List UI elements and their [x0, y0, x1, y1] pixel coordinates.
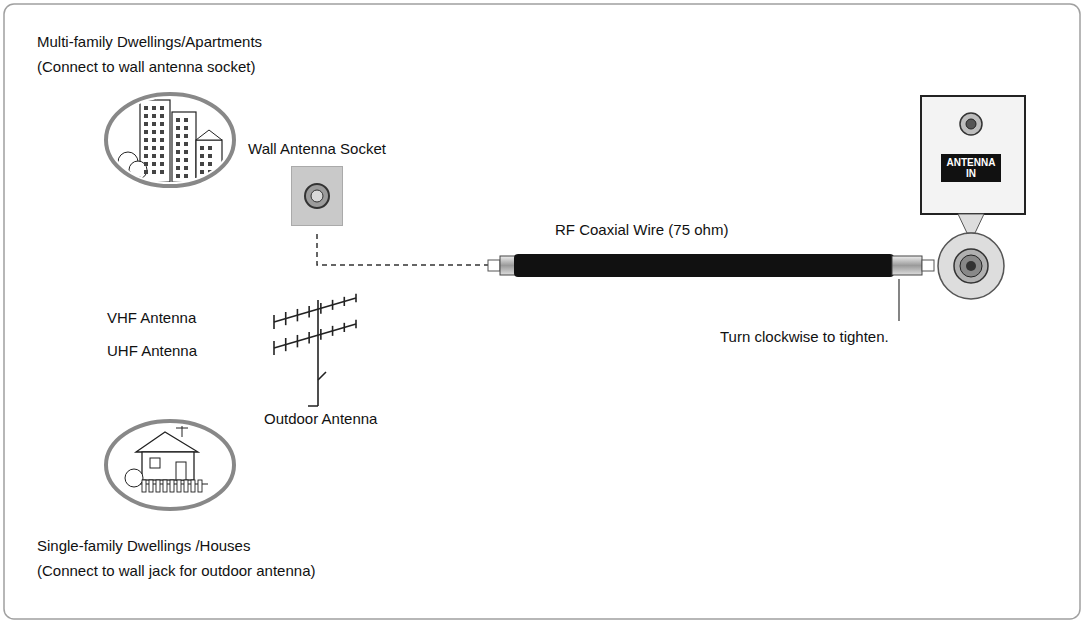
jack-zoom	[954, 249, 988, 283]
socket-jack	[292, 167, 342, 225]
label: (Connect to wall antenna socket)	[37, 58, 255, 76]
tv-panel	[921, 96, 1025, 214]
label: VHF Antenna	[107, 309, 196, 327]
callout-pointer	[958, 214, 984, 233]
wall-socket: Wall Antenna Socket	[248, 140, 386, 226]
outdoor-antenna	[274, 294, 356, 406]
house-circle	[106, 421, 234, 509]
jack-zoom-ring	[960, 255, 982, 277]
node-text: ANTENNA IN	[945, 157, 997, 179]
label: UHF Antenna	[107, 342, 197, 360]
label: (Connect to wall jack for outdoor antenn…	[37, 562, 316, 580]
node-text: Wall Antenna Socket	[248, 140, 386, 158]
antenna-jack	[960, 113, 982, 135]
apartment-icon	[118, 92, 222, 182]
apartment-circle	[106, 94, 234, 186]
label: Outdoor Antenna	[264, 410, 377, 428]
socket-plate	[291, 166, 343, 226]
label: Multi-family Dwellings/Apartments	[37, 33, 262, 51]
jack-zoom-pin	[966, 261, 976, 271]
frame	[4, 4, 1080, 619]
label: RF Coaxial Wire (75 ohm)	[555, 221, 728, 239]
label: Turn clockwise to tighten.	[720, 328, 889, 346]
house-icon	[125, 426, 208, 492]
coax-cable	[488, 254, 934, 277]
label: Single-family Dwellings /Houses	[37, 537, 250, 555]
antenna-in-tag: ANTENNA IN	[941, 154, 1001, 182]
leader-line	[898, 279, 899, 321]
antenna-jack-pin	[966, 119, 976, 129]
dashed-wire	[317, 234, 490, 265]
callout-circle	[938, 233, 1004, 299]
